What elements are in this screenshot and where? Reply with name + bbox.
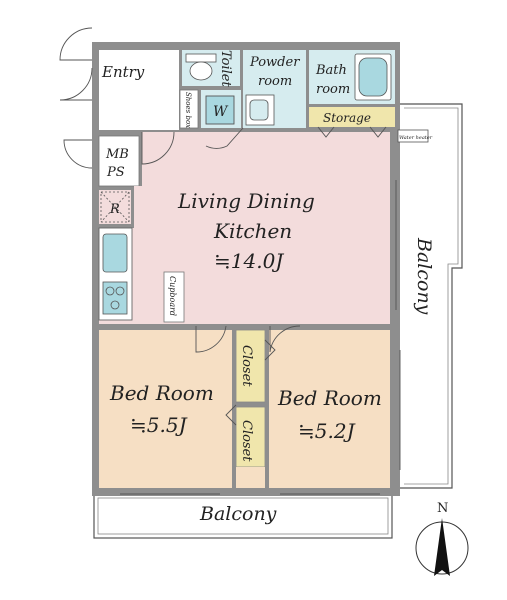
- storage-label: Storage: [323, 111, 371, 125]
- balcony-east-label: Balcony: [413, 237, 435, 315]
- mb-ps-floor: [98, 135, 140, 187]
- ldk-label-2: Kitchen: [213, 219, 292, 243]
- cupboard-label: Cupboard: [168, 276, 177, 316]
- windows: [120, 180, 401, 495]
- ldk-area-label: ≒14.0J: [214, 249, 284, 273]
- mb-label: MB: [105, 147, 129, 162]
- bedroom-right-label: Bed Room: [277, 386, 382, 410]
- bathtub-fixture: [354, 53, 392, 101]
- washer-fixture: [205, 95, 235, 125]
- water-heater-label: Water heater: [399, 135, 433, 141]
- bath-room-label-2: room: [316, 82, 350, 97]
- bath-room-label-1: Bath: [315, 63, 347, 78]
- ps-label: PS: [106, 165, 125, 180]
- powder-room-label-2: room: [258, 74, 292, 89]
- toilet-label: Toilet: [218, 50, 233, 87]
- stove: [102, 281, 128, 315]
- bedroom-left-area: ≒5.5J: [130, 413, 188, 437]
- north-label: N: [437, 501, 448, 516]
- kitchen-sink: [102, 233, 128, 273]
- balcony-south-label: Balcony: [199, 503, 277, 525]
- water-heater-box: [397, 129, 429, 143]
- bedroom-left-label: Bed Room: [109, 381, 214, 405]
- washer-label: W: [213, 104, 229, 120]
- toilet-fixture: [185, 53, 217, 81]
- refrigerator-mark: [100, 191, 130, 223]
- refrigerator-label: R: [109, 202, 120, 217]
- closet-gap: [236, 467, 265, 488]
- compass: N: [415, 501, 469, 576]
- closet-upper-floor: [235, 329, 266, 403]
- storage-floor: [309, 107, 395, 127]
- closet-lower-label: Closet: [239, 420, 254, 462]
- wall-bed-divider-2: [265, 326, 269, 488]
- closet-upper-label: Closet: [239, 345, 254, 387]
- cupboard-floor: [163, 271, 185, 323]
- ldk-label-1: Living Dining: [177, 189, 315, 213]
- sink-fixture: [245, 94, 275, 126]
- balcony-south: [93, 493, 393, 539]
- shoes-box-floor: [179, 89, 199, 129]
- entry-label: Entry: [101, 63, 145, 81]
- doors: [59, 27, 387, 426]
- shoes-box-label: Shoes box: [184, 92, 192, 128]
- balcony-east: [400, 103, 463, 489]
- powder-room-label-1: Powder: [249, 55, 300, 70]
- bedroom-right-floor: [269, 330, 390, 488]
- bedroom-left-floor: [99, 330, 232, 488]
- entry-floor: [99, 50, 179, 130]
- bedroom-right-area: ≒5.2J: [298, 419, 356, 443]
- north-arrow-icon: [434, 518, 450, 576]
